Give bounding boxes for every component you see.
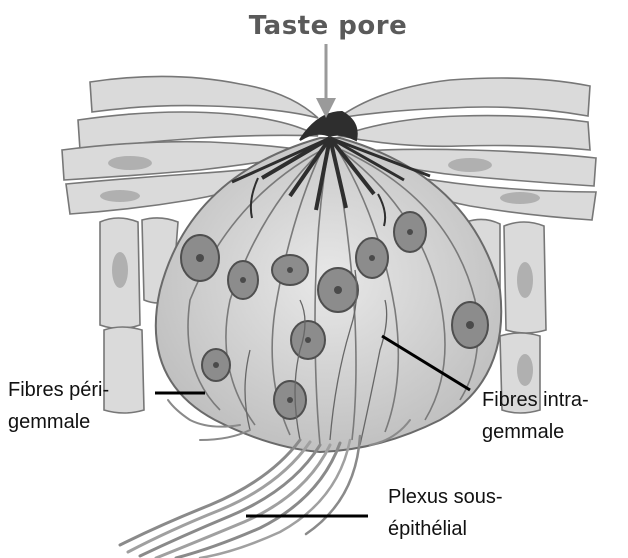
plexus-label-2: épithélial bbox=[388, 518, 467, 540]
fibres-intra-label-2: gemmale bbox=[482, 421, 564, 443]
taste-pore-arrow bbox=[316, 44, 336, 118]
fibres-peri-label-1: Fibres péri- bbox=[8, 379, 109, 401]
fibres-intra-label-1: Fibres intra- bbox=[482, 389, 589, 411]
plexus-label-1: Plexus sous- bbox=[388, 486, 503, 508]
taste-pore-label: Taste pore bbox=[249, 11, 407, 41]
fibres-peri-label-2: gemmale bbox=[8, 411, 90, 433]
